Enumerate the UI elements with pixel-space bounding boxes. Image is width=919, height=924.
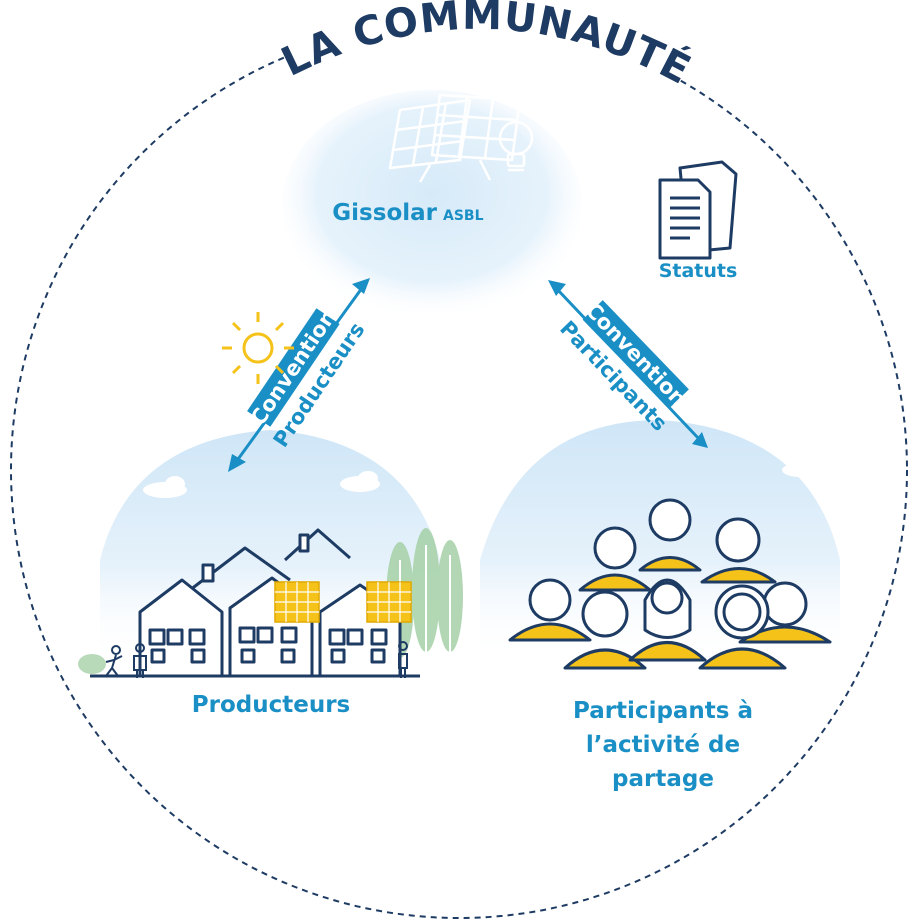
documents-label: Statuts xyxy=(659,260,738,282)
participants-icon xyxy=(508,498,832,670)
producers-label: Producteurs xyxy=(192,692,350,718)
community-circle xyxy=(10,21,908,919)
documents-icon xyxy=(658,160,738,260)
bush xyxy=(78,654,106,674)
lightbulb-icon xyxy=(498,120,534,172)
participants-label-line2: l’activité de xyxy=(586,732,740,758)
convention-participants-box xyxy=(582,300,689,409)
sky-top xyxy=(282,90,582,320)
org-name: Gissolar xyxy=(332,200,437,226)
solar-panel-icon xyxy=(388,93,522,183)
participants-label-line1: Participants à xyxy=(573,698,753,724)
participants-label-line3: partage xyxy=(612,766,714,792)
sun-icon xyxy=(222,312,294,384)
sun-icon xyxy=(407,58,457,91)
org-suffix: ASBL xyxy=(443,208,484,224)
solar-panel-icon xyxy=(274,581,412,623)
cloud-icon xyxy=(143,427,818,498)
convention-producers-box xyxy=(247,308,340,427)
person-icon xyxy=(105,641,408,678)
